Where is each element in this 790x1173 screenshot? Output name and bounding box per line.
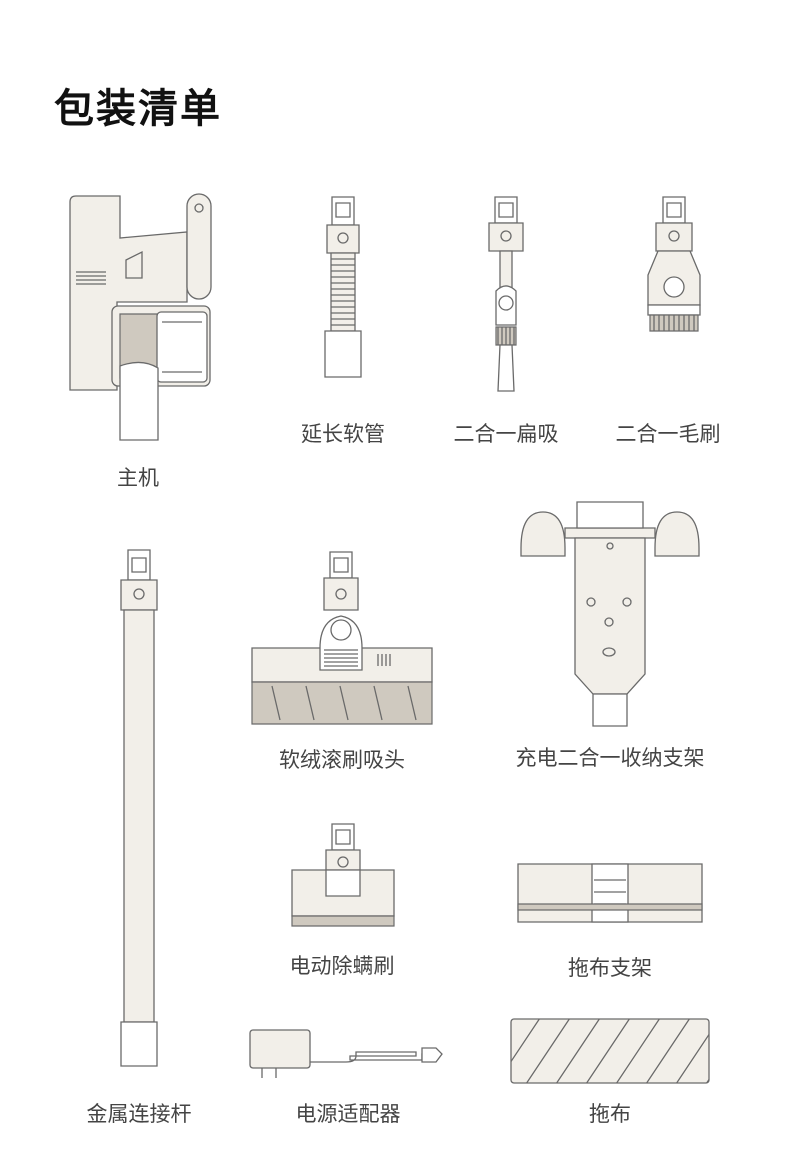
roller-head-illustration (248, 550, 436, 728)
mop-bracket-label: 拖布支架 (568, 956, 652, 980)
crevice-tool-label: 二合一扁吸 (453, 422, 559, 446)
charging-stand-label: 充电二合一收纳支架 (515, 746, 705, 770)
mop-illustration (508, 1016, 712, 1088)
metal-rod-illustration (118, 548, 160, 1070)
main-unit-label: 主机 (117, 466, 159, 490)
mite-brush-label: 电动除螨刷 (289, 954, 395, 978)
brush-tool-illustration (642, 193, 706, 335)
crevice-tool-illustration (484, 193, 528, 393)
charging-stand-illustration (517, 498, 703, 730)
extension-hose-label: 延长软管 (301, 422, 385, 446)
power-adapter-label: 电源适配器 (295, 1102, 401, 1126)
brush-tool-label: 二合一毛刷 (615, 422, 721, 446)
mop-bracket-illustration (516, 862, 704, 926)
metal-rod-label: 金属连接杆 (86, 1102, 192, 1126)
mop-label: 拖布 (589, 1102, 631, 1126)
extension-hose-illustration (322, 193, 364, 381)
power-adapter-illustration (246, 1026, 446, 1082)
roller-head-label: 软绒滚刷吸头 (279, 748, 405, 772)
main-unit-illustration (62, 190, 222, 445)
page-title: 包装清单 (54, 86, 222, 132)
mite-brush-illustration (288, 822, 396, 934)
